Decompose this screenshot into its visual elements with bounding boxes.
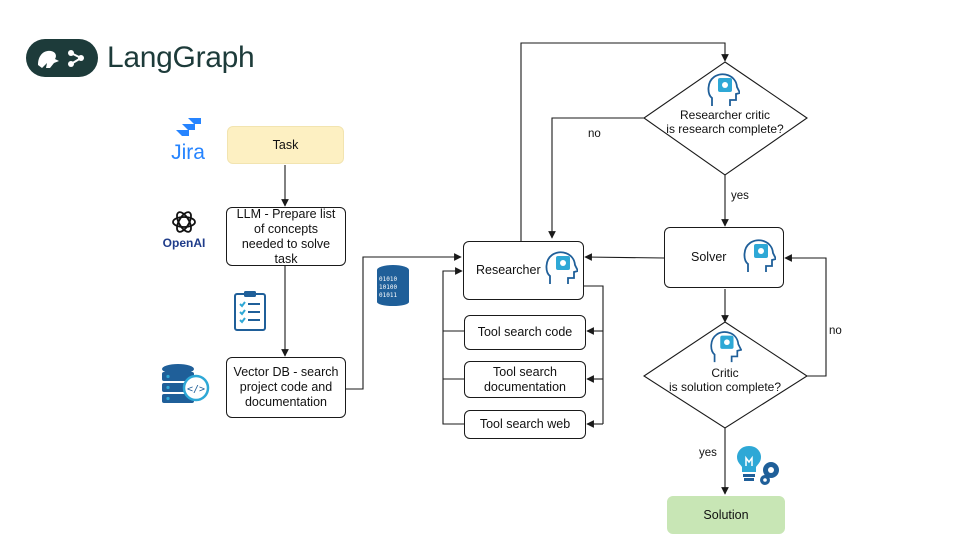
solution-node: Solution: [667, 496, 785, 534]
researcher-critic-title: Researcher critic: [679, 108, 771, 122]
researcher-label: Researcher: [476, 263, 541, 277]
edge-researcher-tools-bus: [584, 285, 604, 424]
tool-search-code-label: Tool search code: [477, 325, 573, 339]
ai-head-icon-solver: [743, 239, 776, 272]
task-label: Task: [272, 137, 299, 152]
lightbulb-gears-icon: [737, 446, 779, 485]
critic-no-label: no: [829, 325, 842, 337]
ai-head-icon-researcher-critic: [707, 73, 740, 106]
solver-label: Solver: [691, 250, 727, 264]
researcher-critic-question: is research complete?: [666, 122, 784, 136]
edge-solver-researcher: [584, 253, 665, 261]
vector-db-label: Vector DB - search project code and docu…: [233, 365, 339, 409]
tool-search-web-label: Tool search web: [479, 417, 571, 431]
svg-text:10100: 10100: [379, 284, 397, 291]
binary-database-icon: 01010 10100 01011: [377, 265, 409, 306]
tool-search-docs-node: Tool search documentation: [464, 361, 586, 398]
task-node: Task: [227, 126, 344, 164]
svg-text:01010: 01010: [379, 276, 397, 283]
jira-icon: [176, 118, 201, 136]
langgraph-logo-icon: [26, 39, 98, 77]
openai-icon: [172, 211, 196, 233]
svg-text:</>: </>: [187, 384, 205, 395]
brand-name: LangGraph: [107, 41, 255, 74]
ai-head-icon-critic: [710, 331, 742, 363]
edge-vectordb-researcher: [345, 253, 462, 390]
tool-search-web-node: Tool search web: [464, 410, 586, 439]
llm-node: LLM - Prepare list of concepts needed to…: [226, 207, 346, 266]
edge-critic-no: [784, 254, 827, 377]
critic-title: Critic: [711, 366, 739, 380]
solution-label: Solution: [703, 507, 749, 522]
researcher-critic-no-label: no: [588, 128, 601, 140]
vector-db-node: Vector DB - search project code and docu…: [226, 357, 346, 418]
critic-question: is solution complete?: [668, 380, 782, 394]
researcher-critic-diamond: [643, 61, 808, 176]
ai-head-icon-researcher: [545, 251, 578, 284]
svg-text:01011: 01011: [379, 292, 397, 299]
edge-tools-left-bus: [442, 267, 464, 425]
jira-label: Jira: [171, 141, 205, 164]
critic-yes-label: yes: [699, 447, 717, 459]
tool-search-docs-label: Tool search documentation: [483, 364, 566, 394]
edge-rcritic-no: [548, 117, 644, 239]
edge-researcher-rcritic: [520, 42, 729, 241]
llm-label: LLM - Prepare list of concepts needed to…: [236, 206, 336, 266]
critic-diamond: [642, 321, 809, 429]
database-code-icon: </>: [162, 364, 210, 403]
researcher-critic-yes-label: yes: [731, 190, 749, 202]
clipboard-checklist-icon: [234, 291, 266, 331]
tool-search-code-node: Tool search code: [464, 315, 586, 350]
openai-label: OpenAI: [162, 236, 206, 250]
